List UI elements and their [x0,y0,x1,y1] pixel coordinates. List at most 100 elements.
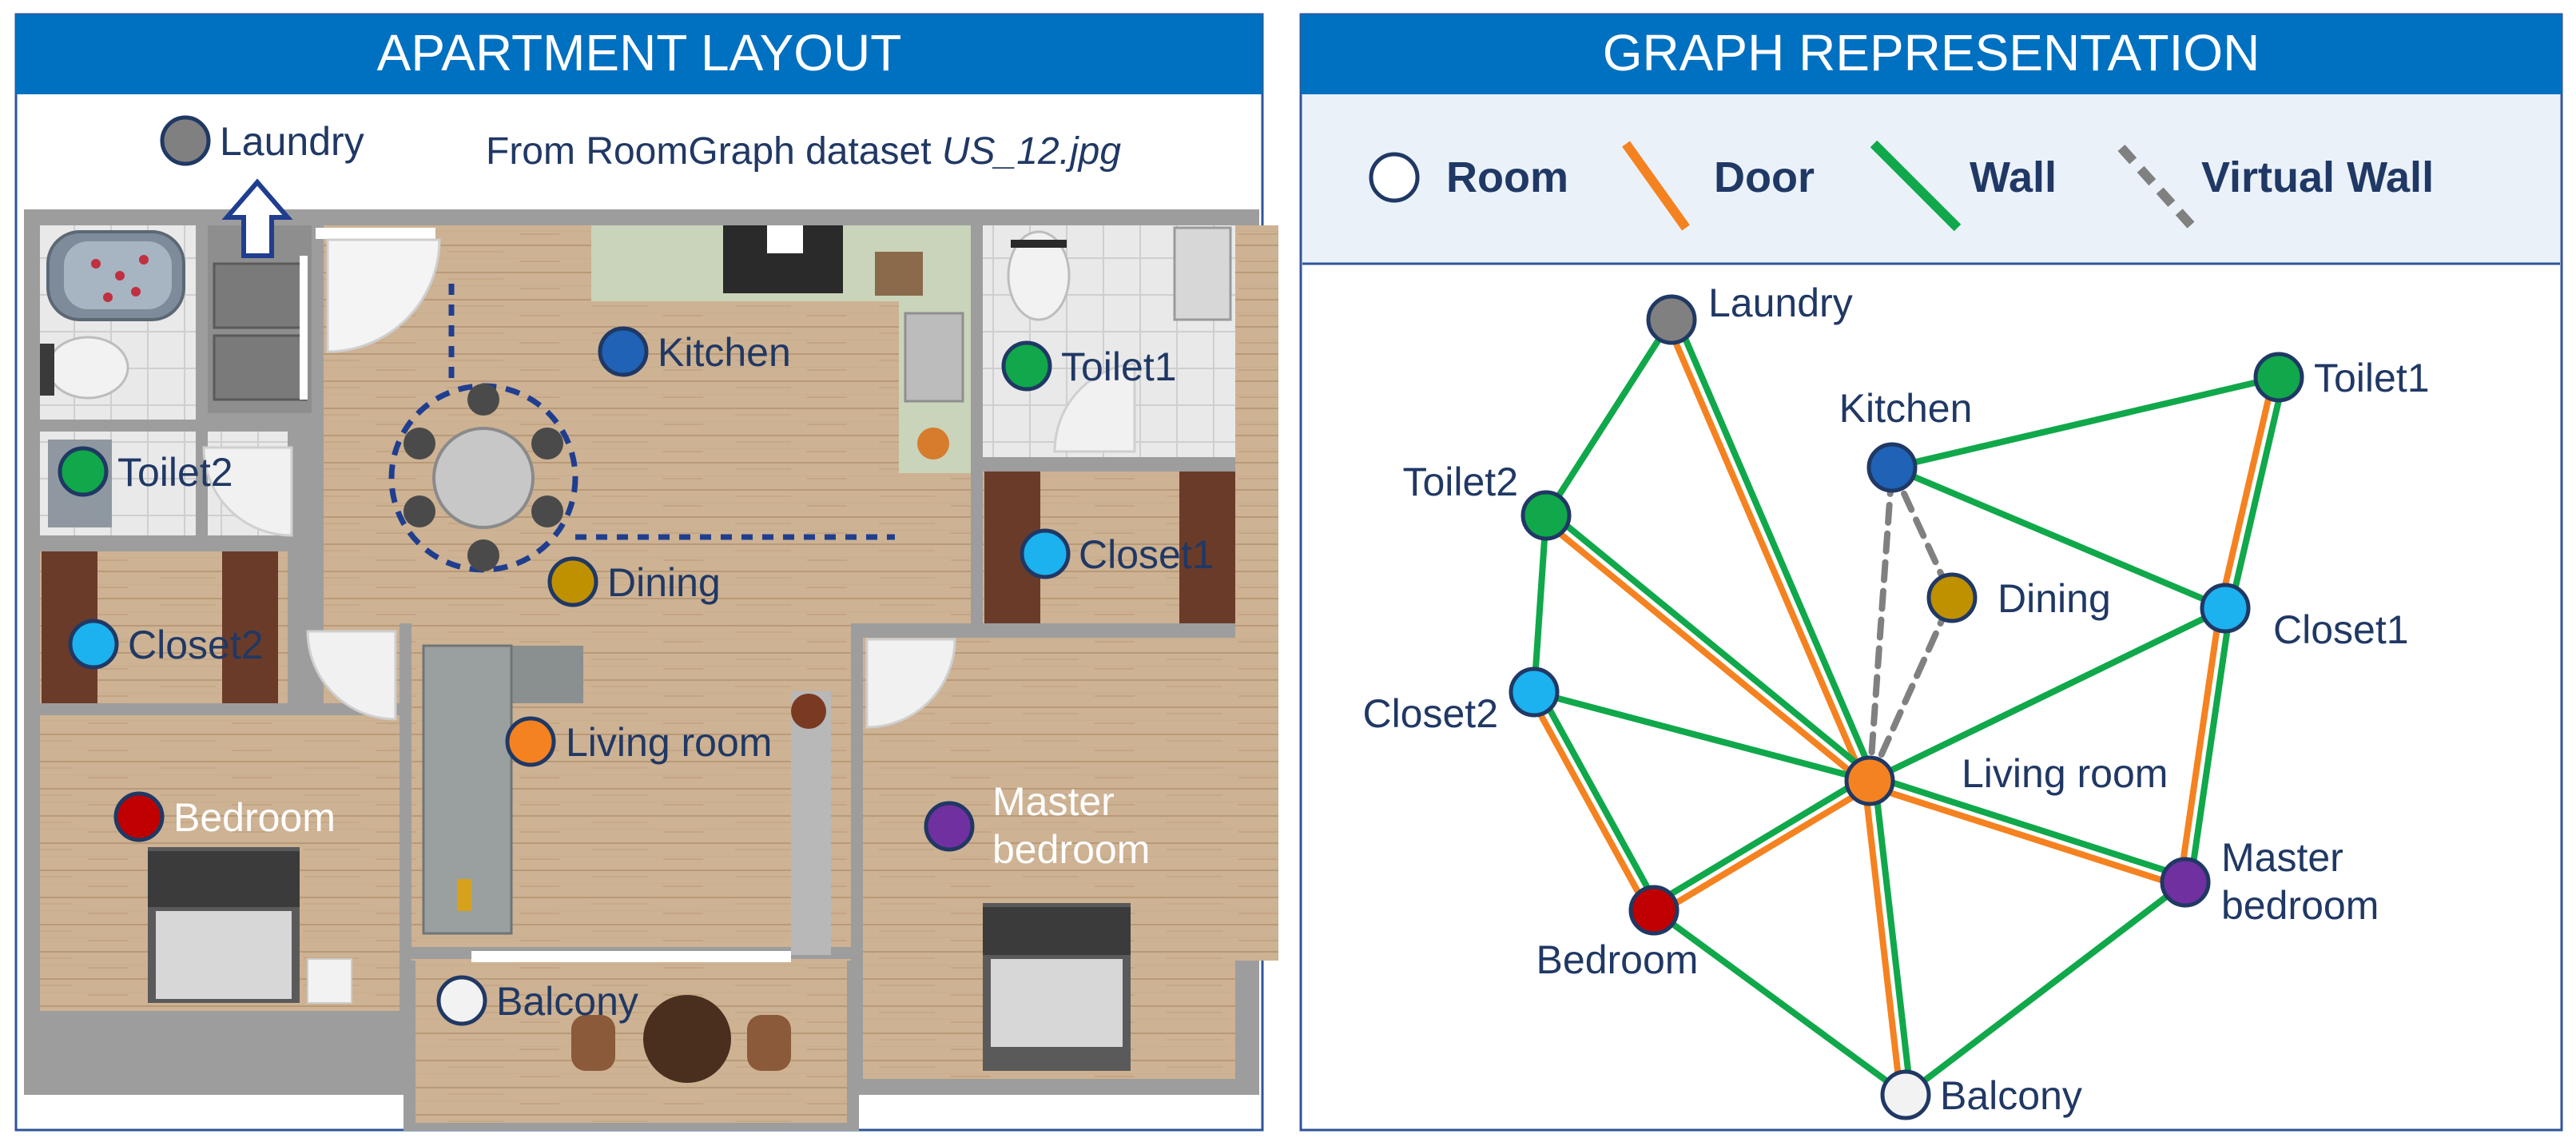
wall-edge [1889,374,2282,471]
graph-node-kitchen: Kitchen [1839,386,1972,493]
room-legend-icon [1369,152,1420,203]
dining-chair [467,539,499,571]
edge-closet1-master [2176,604,2234,886]
bedroom-nightstand [307,958,352,1004]
door-edge [1664,318,1869,786]
room-label: Closet1 [1079,532,1214,577]
edge-living-kitchen [1866,464,1895,784]
door-swing [306,630,397,721]
node-dot [2200,583,2251,634]
dining-chair [467,384,499,416]
legend-box [1302,94,2560,264]
wall-edge [2187,605,2234,886]
node-label: Balcony [1940,1073,2082,1118]
room-dot [58,446,109,497]
bedroom-bed-runner [148,851,300,907]
room-marker-master: Master bedroom [924,779,1150,872]
wall-edge [1651,907,1909,1098]
room-label: Balcony [496,979,638,1024]
left-panel-title: APARTMENT LAYOUT [377,24,902,82]
room-marker-dining: Dining [547,556,721,607]
room-marker-laundry: Laundry [160,115,364,166]
graph-node-toilet2: Toilet2 [1402,460,1572,541]
node-dot [1628,885,1680,936]
node-dot [1521,490,1572,541]
toilet1-bowl [1007,230,1071,321]
right-panel-header [1301,14,2562,94]
graph-representation-panel: GRAPH REPRESENTATION Room Door Wall Virt… [1299,13,2563,1132]
door-swing [202,446,293,537]
wall-edge [1672,314,1878,782]
node-label-line: bedroom [2221,883,2379,928]
petal [91,259,101,269]
room-marker-toilet1: Toilet1 [1001,340,1177,392]
dryer [213,334,308,401]
edge-bedroom-balcony [1651,907,1909,1098]
room-dot [924,801,975,852]
wall-segment [400,623,411,1023]
door-edge [2216,372,2277,611]
wall-segment [40,703,400,715]
virtual-wall-edge [1866,595,1955,784]
wall-edge [1902,879,2188,1098]
wall-segment [196,413,324,425]
master-bed-sheet [991,959,1123,1047]
edge-living-master [1865,772,2190,891]
door-legend-icon [1622,141,1690,231]
room-label-line: Master [992,779,1115,824]
legend-label: Room [1446,153,1568,201]
edge-master-balcony [1902,879,2188,1098]
tv-cabinet [791,691,831,955]
toilet1-seat [1011,240,1067,248]
room-label-line: bedroom [992,827,1150,872]
wall-edge [1648,773,1870,909]
room-label: Kitchen [658,330,791,375]
edge-kitchen-closet1 [1889,464,2228,611]
legend-wall: Wall [1870,140,2057,232]
right-panel-title: GRAPH REPRESENTATION [1603,24,2260,82]
room-marker-toilet2: Toilet2 [58,446,233,497]
edge-toilet2-living [1539,507,1877,789]
edge-closet2-bedroom [1526,686,1662,917]
legend-label: Virtual Wall [2201,153,2434,201]
wall-segment [312,225,324,425]
node-dot [1509,666,1560,718]
edge-laundry-living [1664,314,1878,786]
room-dot [113,791,165,842]
virtual-wall-edge [1866,464,1895,784]
legend-room: Room [1369,152,1568,203]
room-label: Bedroom [173,795,336,840]
room-marker-bedroom: Bedroom [113,791,336,842]
node-label: Closet2 [1362,691,1498,736]
graph-node-toilet1: Toilet1 [2253,352,2430,403]
node-label: Living room [1962,751,2168,796]
edge-toilet1-closet1 [2216,372,2288,613]
dining-chair [403,428,435,460]
virtual-wall-legend-icon [2117,144,2197,232]
node-label: Laundry [1708,281,1853,325]
source-prefix: From RoomGraph dataset [486,130,942,173]
room-marker-kitchen: Kitchen [598,326,791,377]
legend: Room Door Wall Virtual Wall [1369,140,2434,232]
laundry-arrow-icon [221,178,293,258]
wall-edge [1889,464,2228,611]
door-edge [1539,516,1870,789]
wall-edge [1866,605,2228,784]
door-edge [1865,782,2188,891]
room-marker-balcony: Balcony [436,975,638,1026]
door-gap [471,951,791,962]
edge-living-balcony [1861,777,1914,1099]
wall-edge [1535,686,1662,911]
wall-segment [40,535,300,551]
node-label: Toilet2 [1402,460,1518,504]
room-marker-closet2: Closet2 [68,619,264,670]
apartment-layout-panel: APARTMENT LAYOUT From RoomGraph dataset … [14,13,1278,1132]
wall-edge [2227,375,2288,613]
kitchen-sink [904,312,964,403]
toilet-tank [40,344,54,396]
node-dot [1866,442,1918,493]
wall-edge [1531,512,1549,695]
node-label: Dining [1998,576,2111,621]
